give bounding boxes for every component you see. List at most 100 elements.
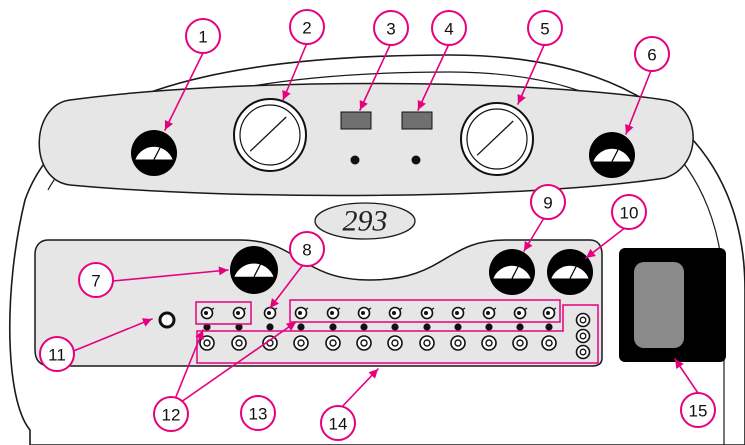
jack-top[interactable]	[357, 306, 372, 320]
jack-bottom[interactable]	[231, 335, 247, 351]
callout-leader	[337, 368, 379, 412]
callout-leader	[170, 329, 204, 410]
callout-leader	[170, 321, 297, 410]
gauge-group	[131, 98, 635, 295]
callout-number: 11	[48, 346, 66, 365]
callout-leader	[359, 42, 392, 111]
jack-bottom[interactable]	[293, 335, 309, 351]
jack-top[interactable]	[294, 306, 309, 320]
jack-top[interactable]	[513, 306, 528, 320]
jack-top[interactable]	[542, 306, 557, 320]
jack-top[interactable]	[232, 306, 247, 320]
jack-bottom[interactable]	[450, 335, 466, 351]
gauge-10	[547, 249, 593, 295]
jack-dot[interactable]	[360, 323, 368, 331]
callout-number: 3	[386, 20, 395, 39]
jack-top[interactable]	[200, 306, 215, 320]
callout-leader	[625, 67, 653, 135]
jack-bottom[interactable]	[387, 335, 403, 351]
jack-bottom[interactable]	[481, 335, 497, 351]
jack-dot[interactable]	[266, 323, 274, 331]
callout-arrowhead	[417, 99, 426, 110]
callout-number: 7	[91, 272, 100, 291]
callout-arrowhead	[270, 298, 280, 308]
jack-top[interactable]	[388, 306, 403, 320]
callout-1: 1	[185, 18, 221, 54]
callout-arrowhead	[164, 119, 174, 130]
side-jack[interactable]	[575, 312, 591, 328]
display-window	[634, 262, 684, 348]
callout-leader	[112, 269, 229, 282]
jack-dot[interactable]	[297, 323, 305, 331]
callout-10: 10	[611, 194, 647, 230]
callout-leader	[417, 43, 450, 111]
indicator-light-3	[340, 111, 372, 130]
jack-top[interactable]	[326, 306, 341, 320]
callout-number: 2	[302, 19, 311, 38]
callout-7: 7	[78, 262, 114, 298]
highlight-boxes	[195, 299, 599, 364]
callout-leader	[282, 42, 308, 101]
gauge-6	[589, 132, 635, 178]
callout-15: 15	[680, 392, 716, 428]
jack-bottom[interactable]	[325, 335, 341, 351]
jack-dot[interactable]	[516, 323, 524, 331]
callout-number: 15	[689, 402, 708, 421]
jack-bottom[interactable]	[419, 335, 435, 351]
model-badge	[314, 202, 416, 240]
gauge-1	[131, 130, 177, 176]
jack-top[interactable]	[420, 306, 435, 320]
indicator-group	[158, 111, 433, 329]
side-jack[interactable]	[575, 328, 591, 344]
jack-dot[interactable]	[329, 323, 337, 331]
callout-arrowhead	[517, 93, 526, 104]
power-button[interactable]	[158, 311, 176, 329]
jack-dot[interactable]	[485, 323, 493, 331]
side-jack[interactable]	[575, 344, 591, 360]
callout-leader	[164, 52, 204, 131]
indicator-light-4	[401, 111, 433, 130]
callout-number: 10	[620, 204, 639, 223]
callout-number: 9	[543, 194, 552, 213]
gauge-5	[460, 102, 534, 176]
jack-bottom[interactable]	[512, 335, 528, 351]
jack-dot[interactable]	[235, 323, 243, 331]
callout-number: 4	[444, 20, 453, 39]
callout-arrowhead	[195, 330, 204, 341]
callout-12: 12	[153, 396, 189, 432]
callout-arrowhead	[282, 89, 291, 100]
jack-dot[interactable]	[545, 323, 553, 331]
callout-arrowhead	[586, 248, 596, 258]
callout-9: 9	[530, 184, 566, 220]
jack-dot[interactable]	[203, 323, 211, 331]
leader-lines	[70, 42, 699, 412]
callout-leader	[70, 318, 153, 353]
indicator-dot	[350, 155, 360, 165]
upper-gauge-panel	[38, 82, 694, 197]
jack-top[interactable]	[482, 306, 497, 320]
jack-array	[199, 306, 591, 360]
jack-dot[interactable]	[454, 323, 462, 331]
gauge-9	[489, 249, 535, 295]
callout-arrowhead	[368, 369, 378, 379]
callout-arrowhead	[359, 99, 368, 110]
callout-5: 5	[527, 10, 563, 46]
highlight-13	[196, 304, 599, 364]
callout-number: 1	[198, 28, 207, 47]
callout-number: 14	[329, 415, 348, 434]
jack-dot[interactable]	[391, 323, 399, 331]
model-label: 293	[343, 205, 388, 238]
indicator-dot	[411, 155, 421, 165]
jack-dot[interactable]	[423, 323, 431, 331]
jack-bottom[interactable]	[541, 335, 557, 351]
callout-leader	[517, 42, 546, 105]
jack-bottom[interactable]	[356, 335, 372, 351]
lower-control-panel	[34, 239, 603, 367]
callout-arrowhead	[218, 266, 228, 276]
callout-13: 13	[240, 395, 276, 431]
callout-14: 14	[320, 405, 356, 441]
jack-top[interactable]	[451, 306, 466, 320]
callout-arrowhead	[625, 123, 634, 134]
